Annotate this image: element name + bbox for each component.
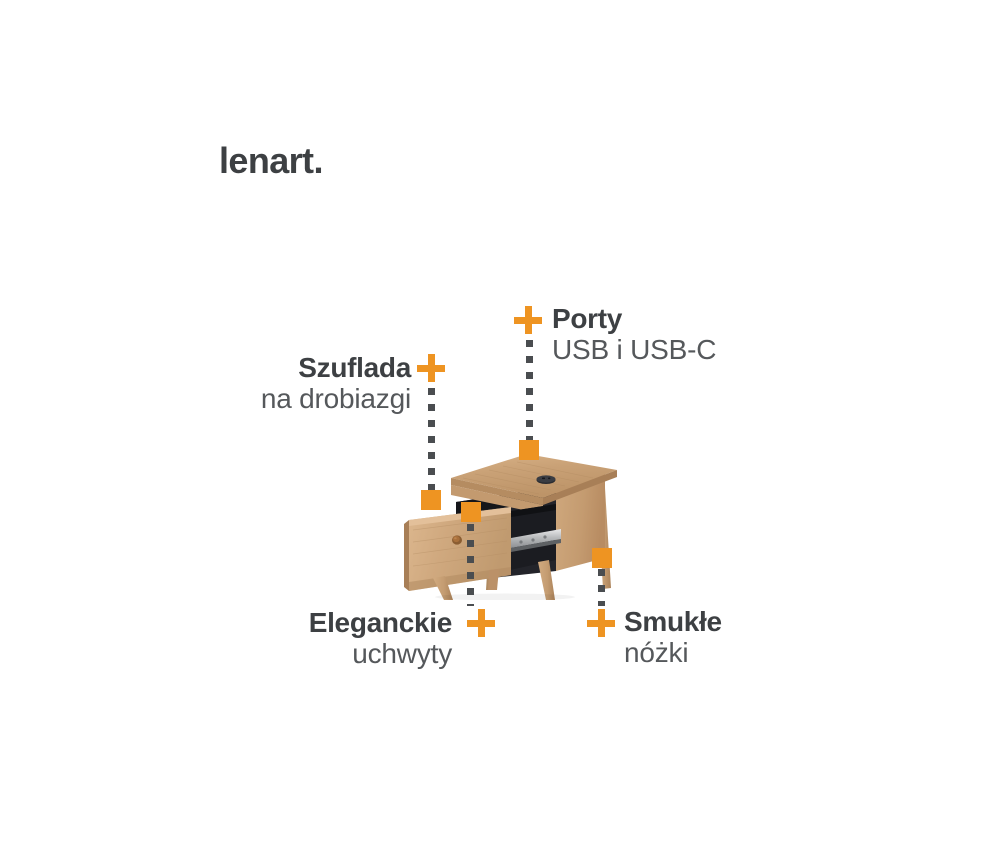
callout-szuflada: Szuflada na drobiazgi	[183, 352, 411, 415]
brand-mark: .	[313, 140, 323, 181]
marker-drawer	[421, 490, 441, 510]
callout-eleganckie: Eleganckie uchwyty	[200, 607, 453, 670]
connector-szuflada	[428, 388, 435, 491]
plus-icon	[417, 354, 445, 382]
callout-smukle-title: Smukłe	[624, 606, 722, 637]
callout-eleganckie-subtitle: uchwyty	[352, 638, 452, 670]
callout-smukle: Smukłe nóżki	[624, 606, 722, 669]
product-illustration-nightstand	[393, 430, 628, 600]
brand-name: lenart	[219, 140, 314, 181]
callout-porty: Porty USB i USB-C	[552, 303, 716, 366]
callout-szuflada-title: Szuflada	[298, 352, 411, 383]
connector-smukle	[598, 569, 605, 606]
marker-handle	[461, 502, 481, 522]
marker-usb-port	[519, 440, 539, 460]
plus-icon	[514, 306, 542, 334]
callout-eleganckie-title: Eleganckie	[308, 607, 453, 638]
callout-porty-title: Porty	[552, 303, 623, 334]
callout-smukle-subtitle: nóżki	[624, 637, 689, 669]
callout-porty-subtitle: USB i USB-C	[552, 334, 717, 366]
callout-szuflada-subtitle: na drobiazgi	[260, 383, 411, 415]
connector-eleganckie	[467, 524, 474, 606]
plus-icon	[587, 609, 615, 637]
plus-icon	[467, 609, 495, 637]
brand-logo: lenart.	[219, 143, 323, 179]
connector-porty	[526, 340, 533, 442]
marker-leg	[592, 548, 612, 568]
